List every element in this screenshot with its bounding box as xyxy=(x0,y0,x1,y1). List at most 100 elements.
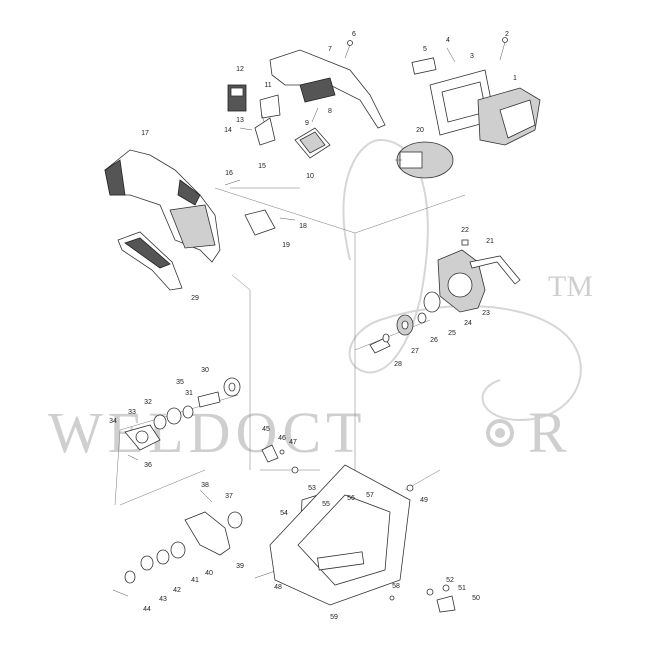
part-number-34: 34 xyxy=(109,418,117,425)
part-number-19: 19 xyxy=(282,242,290,249)
trigger-15 xyxy=(254,117,276,146)
part-number-24: 24 xyxy=(464,320,472,327)
o-ring-24 xyxy=(423,291,441,313)
part-number-41: 41 xyxy=(191,577,199,584)
part-number-13: 13 xyxy=(236,117,244,124)
part-number-58: 58 xyxy=(392,583,400,590)
screw-6 xyxy=(344,40,353,59)
lever-21 xyxy=(469,255,521,285)
part-number-59: 59 xyxy=(330,614,338,621)
screw-46 xyxy=(279,449,285,455)
watermark-o-dot xyxy=(495,428,505,438)
part-labels: 1234567891011121314151617181920212223242… xyxy=(109,31,517,621)
bearing-25 xyxy=(417,312,427,324)
screw-4 xyxy=(446,47,456,63)
part-number-16: 16 xyxy=(225,170,233,177)
spindle-35 xyxy=(197,391,221,408)
label-12 xyxy=(227,84,247,112)
part-number-7: 7 xyxy=(328,46,332,53)
nut-49 xyxy=(406,484,414,492)
part-number-12: 12 xyxy=(236,66,244,73)
part-number-26: 26 xyxy=(430,337,438,344)
base-59 xyxy=(269,464,411,606)
assembly-guides xyxy=(114,187,466,506)
watermark-o-ring xyxy=(486,419,514,447)
watermark-brand: WELDOCT xyxy=(48,400,367,465)
ring-37 xyxy=(227,511,243,529)
part-number-20: 20 xyxy=(416,127,424,134)
watermark-brand-tail: R xyxy=(528,400,572,465)
screw-16 xyxy=(224,179,241,186)
switch-11 xyxy=(259,94,281,119)
part-number-17: 17 xyxy=(141,130,149,137)
screw-18 xyxy=(279,217,296,221)
part-number-18: 18 xyxy=(299,223,307,230)
part-number-5: 5 xyxy=(423,46,427,53)
part-number-44: 44 xyxy=(143,606,151,613)
part-number-14: 14 xyxy=(224,127,232,134)
part-number-9: 9 xyxy=(305,120,309,127)
washer-42 xyxy=(140,555,154,571)
washer-41 xyxy=(156,549,170,565)
bearing-30 xyxy=(223,377,241,397)
part-number-27: 27 xyxy=(411,348,419,355)
housing-17 xyxy=(104,149,221,263)
screw-58 xyxy=(389,595,395,601)
spindle-28 xyxy=(369,333,391,354)
knob-50 xyxy=(436,595,456,613)
part-number-11: 11 xyxy=(264,82,271,89)
washer-31 xyxy=(182,405,194,419)
motor-20 xyxy=(395,141,454,179)
part-number-51: 51 xyxy=(458,585,466,592)
part-number-1: 1 xyxy=(513,75,517,82)
part-number-4: 4 xyxy=(446,37,450,44)
part-number-25: 25 xyxy=(448,330,456,337)
gear-27 xyxy=(396,314,414,336)
nut-43 xyxy=(124,570,136,584)
watermark-swoosh xyxy=(342,138,582,422)
part-number-22: 22 xyxy=(461,227,469,234)
part-number-48: 48 xyxy=(274,584,282,591)
washer-47 xyxy=(291,466,299,474)
part-number-33: 33 xyxy=(128,409,136,416)
flange-34 xyxy=(124,424,161,451)
part-number-15: 15 xyxy=(258,163,266,170)
part-number-39: 39 xyxy=(236,563,244,570)
ring-33 xyxy=(153,414,167,430)
part-number-31: 31 xyxy=(185,390,193,397)
part-number-38: 38 xyxy=(201,482,209,489)
part-number-57: 57 xyxy=(366,492,374,499)
part-number-50: 50 xyxy=(472,595,480,602)
part-number-47: 47 xyxy=(289,439,297,446)
part-number-8: 8 xyxy=(328,108,332,115)
watermark: WELDOCT R TM xyxy=(48,138,593,465)
part-number-2: 2 xyxy=(505,31,509,38)
part-number-43: 43 xyxy=(159,596,167,603)
part-number-54: 54 xyxy=(280,510,288,517)
part-number-32: 32 xyxy=(144,399,152,406)
cover-29 xyxy=(117,231,183,291)
part-number-49: 49 xyxy=(420,497,428,504)
guard-39 xyxy=(184,511,231,556)
part-number-45: 45 xyxy=(262,426,270,433)
part-number-52: 52 xyxy=(446,577,454,584)
handle-7 xyxy=(269,49,386,129)
part-number-55: 55 xyxy=(322,501,330,508)
switch-8 xyxy=(311,107,319,123)
part-number-53: 53 xyxy=(308,485,316,492)
sticker-5 xyxy=(411,57,437,75)
pin-38 xyxy=(199,489,213,503)
part-number-28: 28 xyxy=(394,361,402,368)
screw-36 xyxy=(127,454,139,461)
part-number-3: 3 xyxy=(470,53,474,60)
gear-housing-23 xyxy=(437,249,486,313)
bracket-19 xyxy=(244,209,276,236)
ring-32 xyxy=(166,407,182,425)
motor-housing xyxy=(429,69,541,146)
bracket-45 xyxy=(261,444,279,463)
watermark-trademark: TM xyxy=(548,270,593,303)
part-number-6: 6 xyxy=(352,31,356,38)
part-number-29: 29 xyxy=(191,295,199,302)
part-number-40: 40 xyxy=(205,570,213,577)
